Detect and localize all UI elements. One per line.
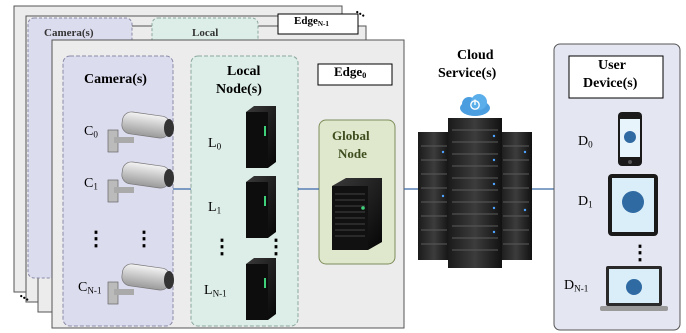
cloud-title-line1: Cloud — [457, 48, 494, 63]
edge-panel-stack — [13, 5, 405, 329]
camera-title: Camera(s) — [84, 72, 147, 87]
camera-ellipsis-right: ⋮ — [134, 228, 154, 250]
global-title-line1: Global — [332, 128, 370, 143]
camera-label-1: C1 — [84, 176, 98, 192]
device-label-n: DN-1 — [564, 278, 589, 294]
camera-label-0: C0 — [84, 124, 98, 140]
back-edge-label: EdgeN-1 — [294, 15, 329, 28]
camera-ellipsis-left: ⋮ — [86, 228, 106, 250]
cloud-server-racks — [418, 118, 532, 268]
rack-left — [418, 132, 450, 260]
camera-icon — [107, 263, 174, 305]
camera-icon — [107, 111, 174, 153]
front-edge-label: Edge0 — [334, 64, 367, 81]
device-label-0: D0 — [578, 134, 593, 150]
phone-icon — [618, 112, 642, 166]
global-title-line2: Node — [338, 146, 367, 161]
cloud-power-icon — [460, 94, 490, 116]
device-label-1: D1 — [578, 194, 593, 210]
camera-icon — [107, 161, 174, 203]
local-ellipsis-right: ⋮ — [266, 236, 286, 258]
back-local-label: Local — [192, 27, 219, 39]
local-label-n: LN-1 — [204, 283, 227, 299]
back-edge-label-box — [277, 13, 359, 35]
server-icon — [246, 258, 276, 320]
device-title-line1: User — [598, 58, 626, 73]
camera-icons — [107, 111, 174, 305]
local-ellipsis-left: ⋮ — [212, 236, 232, 258]
global-server-icon — [332, 178, 382, 250]
device-title-line2: Device(s) — [583, 76, 638, 91]
laptop-icon — [600, 266, 668, 311]
local-label-0: L0 — [208, 136, 222, 152]
local-title-line1: Local — [227, 64, 261, 79]
server-icon — [246, 176, 276, 238]
cloud-title-line2: Service(s) — [438, 66, 497, 81]
rack-center — [448, 118, 502, 268]
front-edge-label-box — [317, 63, 393, 86]
server-icon — [246, 106, 276, 168]
back-camera-label: Camera(s) — [44, 27, 94, 39]
local-title-line2: Node(s) — [216, 82, 262, 97]
user-device-panel-group — [553, 43, 681, 331]
local-label-1: L1 — [208, 200, 222, 216]
camera-label-n: CN-1 — [78, 280, 102, 296]
device-ellipsis: ⋮ — [630, 242, 650, 264]
rack-right — [500, 132, 532, 260]
user-device-title-box — [568, 55, 664, 99]
tablet-icon — [608, 174, 658, 236]
local-server-icons — [246, 106, 276, 320]
